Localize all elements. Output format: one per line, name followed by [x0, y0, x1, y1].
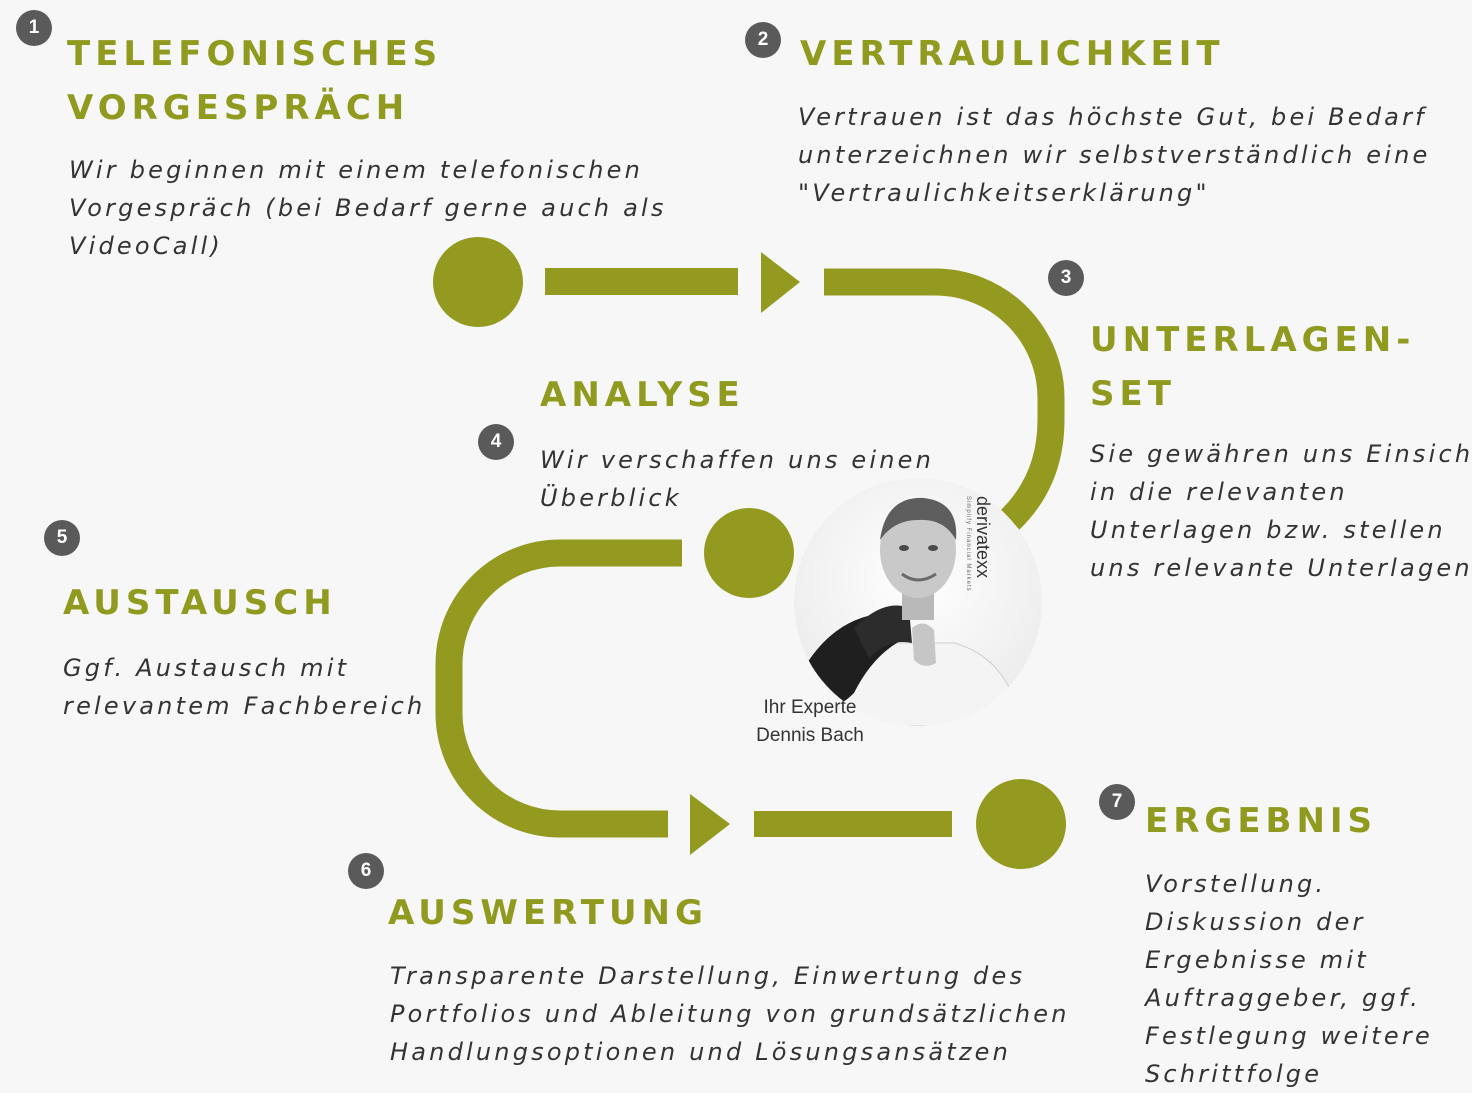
step-1-text-line: Wir beginnen mit einem telefonischen: [69, 156, 644, 184]
step-1-text-line: VideoCall): [69, 232, 223, 260]
step-6-description: Transparente Darstellung, Einwertung des…: [390, 957, 1070, 1071]
step-5-title: AUSTAUSCH: [63, 576, 337, 630]
step-7-text-line: Festlegung weitere: [1145, 1022, 1433, 1050]
step-2-number-badge: 2: [745, 22, 781, 58]
step-1-title-line: VORGESPRÄCH: [67, 88, 410, 128]
logo-tagline: Simplify Financial Markets: [965, 496, 971, 592]
step-5-text-line: Ggf. Austausch mit: [63, 654, 350, 682]
expert-caption: Ihr Experte Dennis Bach: [730, 694, 890, 750]
step-5-title-line: AUSTAUSCH: [63, 583, 337, 623]
lower-curve: [435, 539, 682, 838]
step-7-title-line: ERGEBNIS: [1145, 801, 1378, 841]
step-5-number-badge: 5: [44, 520, 80, 556]
step-7-number-badge: 7: [1099, 784, 1135, 820]
step-5-text-line: relevantem Fachbereich: [63, 692, 426, 720]
step-3-number-badge: 3: [1048, 260, 1084, 296]
arrow-head-1: [761, 252, 800, 313]
step-3-description: Sie gewähren uns Einsicht in die relevan…: [1090, 435, 1472, 587]
end-dot: [976, 779, 1066, 869]
step-6-text-line: Portfolios und Ableitung von grundsätzli…: [390, 1000, 1070, 1028]
step-7-text-line: Auftraggeber, ggf.: [1145, 984, 1421, 1012]
step-3-title: UNTERLAGEN- SET: [1090, 313, 1415, 421]
step-4-number-badge: 4: [478, 424, 514, 460]
step-4-text-line: Überblick: [540, 484, 682, 512]
step-4-title-line: ANALYSE: [540, 375, 745, 415]
step-5-description: Ggf. Austausch mit relevantem Fachbereic…: [63, 649, 425, 725]
arrow-head-2: [690, 794, 730, 855]
step-1-description: Wir beginnen mit einem telefonischen Vor…: [69, 151, 667, 265]
step-6-title: AUSWERTUNG: [388, 886, 708, 940]
step-4-title: ANALYSE: [540, 368, 745, 422]
step-3-text-line: in die relevanten: [1090, 478, 1348, 506]
step-7-text-line: Ergebnisse mit: [1145, 946, 1369, 974]
step-1-number-badge: 1: [16, 10, 52, 46]
step-3-title-line: SET: [1090, 374, 1176, 414]
step-7-description: Vorstellung. Diskussion der Ergebnisse m…: [1145, 865, 1433, 1093]
logo-text: derivatexx: [973, 496, 993, 578]
step-3-text-line: Unterlagen bzw. stellen: [1090, 516, 1446, 544]
step-7-text-line: Diskussion der: [1145, 908, 1366, 936]
step-6-title-line: AUSWERTUNG: [388, 893, 708, 933]
analysis-dot: [704, 508, 794, 598]
step-1-title-line: TELEFONISCHES: [67, 34, 443, 74]
step-7-text-line: Schrittfolge: [1145, 1060, 1323, 1088]
step-2-title: VERTRAULICHKEIT: [800, 27, 1225, 81]
step-6-text-line: Transparente Darstellung, Einwertung des: [390, 962, 1026, 990]
step-1-title: TELEFONISCHES VORGESPRÄCH: [67, 27, 442, 135]
step-2-text-line: Vertrauen ist das höchste Gut, bei Bedar…: [798, 103, 1427, 131]
step-1-text-line: Vorgespräch (bei Bedarf gerne auch als: [69, 194, 667, 222]
step-7-text-line: Vorstellung.: [1145, 870, 1327, 898]
step-2-text-line: unterzeichnen wir selbstverständlich ein…: [798, 141, 1431, 169]
connector-bar-2: [754, 811, 952, 837]
step-6-text-line: Handlungsoptionen und Lösungsansätzen: [390, 1038, 1012, 1066]
caption-line-2: Dennis Bach: [756, 725, 864, 746]
connector-bar-1: [545, 268, 738, 295]
step-4-text-line: Wir verschaffen uns einen: [540, 446, 935, 474]
step-3-text-line: uns relevante Unterlagen: [1090, 554, 1472, 582]
upper-curve: [824, 268, 1065, 530]
step-4-description: Wir verschaffen uns einen Überblick: [540, 441, 934, 517]
step-2-title-line: VERTRAULICHKEIT: [800, 34, 1225, 74]
step-2-text-line: "Vertraulichkeitserklärung": [798, 179, 1210, 207]
step-7-title: ERGEBNIS: [1145, 794, 1377, 848]
step-6-number-badge: 6: [348, 853, 384, 889]
step-3-text-line: Sie gewähren uns Einsicht: [1090, 440, 1472, 468]
step-3-title-line: UNTERLAGEN-: [1090, 320, 1416, 360]
start-dot: [433, 237, 523, 327]
step-2-description: Vertrauen ist das höchste Gut, bei Bedar…: [798, 98, 1430, 212]
caption-line-1: Ihr Experte: [763, 697, 857, 718]
